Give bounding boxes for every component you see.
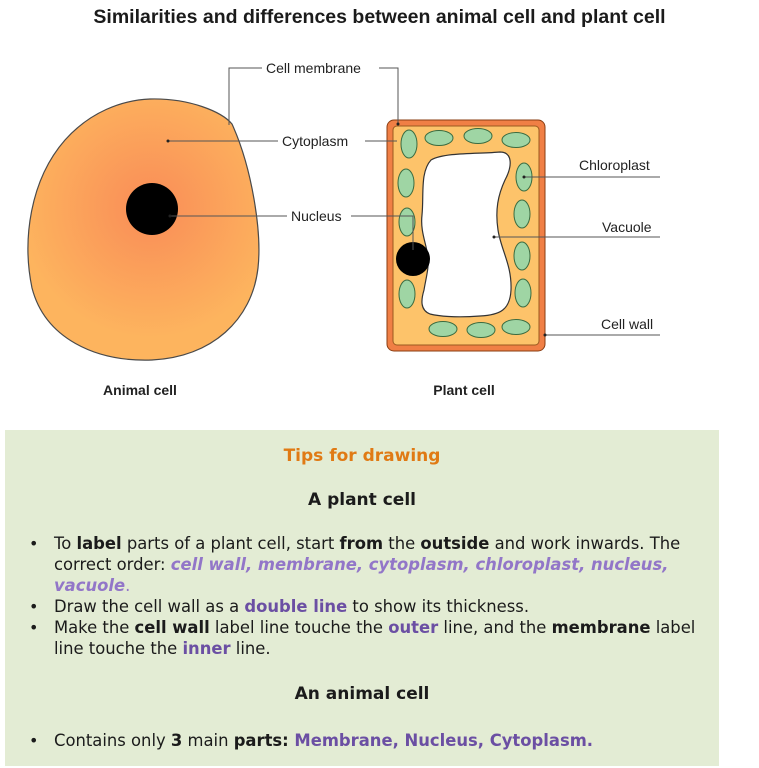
label-nucleus: Nucleus [291, 208, 342, 224]
tips-title: Tips for drawing [283, 446, 441, 466]
animal-cell-heading: An animal cell [294, 684, 430, 704]
list-item: Make the cell wall label line touche the… [29, 617, 714, 659]
list-item: To label parts of a plant cell, start fr… [29, 533, 714, 596]
plant-nucleus [396, 242, 430, 276]
cell-diagram: Cell membrane Cytoplasm Nucleus Chloropl… [27, 60, 660, 398]
animal-tips-list: Contains only 3 main parts: Membrane, Nu… [5, 730, 714, 751]
animal-cell [27, 98, 260, 361]
caption-plant-cell: Plant cell [433, 382, 494, 398]
label-vacuole: Vacuole [602, 219, 652, 235]
animal-nucleus [126, 183, 178, 235]
list-item: Draw the cell wall as a double line to s… [29, 596, 714, 617]
label-leaders [168, 67, 660, 336]
plant-vacuole [421, 151, 512, 318]
label-cell-membrane: Cell membrane [266, 60, 361, 76]
chloroplasts [397, 128, 533, 338]
caption-animal-cell: Animal cell [103, 382, 177, 398]
tips-panel: Tips for drawing A plant cell To label p… [5, 430, 719, 766]
label-chloroplast: Chloroplast [579, 157, 650, 173]
page-title: Similarities and differences between ani… [93, 6, 666, 28]
cell-membrane-leader [228, 67, 262, 125]
plant-cell-heading: A plant cell [308, 490, 416, 510]
plant-cell [386, 119, 546, 352]
plant-tips-list: To label parts of a plant cell, start fr… [5, 533, 714, 659]
label-cell-wall: Cell wall [601, 316, 653, 332]
cell-membrane-leader-right [379, 67, 399, 124]
list-item: Contains only 3 main parts: Membrane, Nu… [29, 730, 714, 751]
label-cytoplasm: Cytoplasm [282, 133, 348, 149]
